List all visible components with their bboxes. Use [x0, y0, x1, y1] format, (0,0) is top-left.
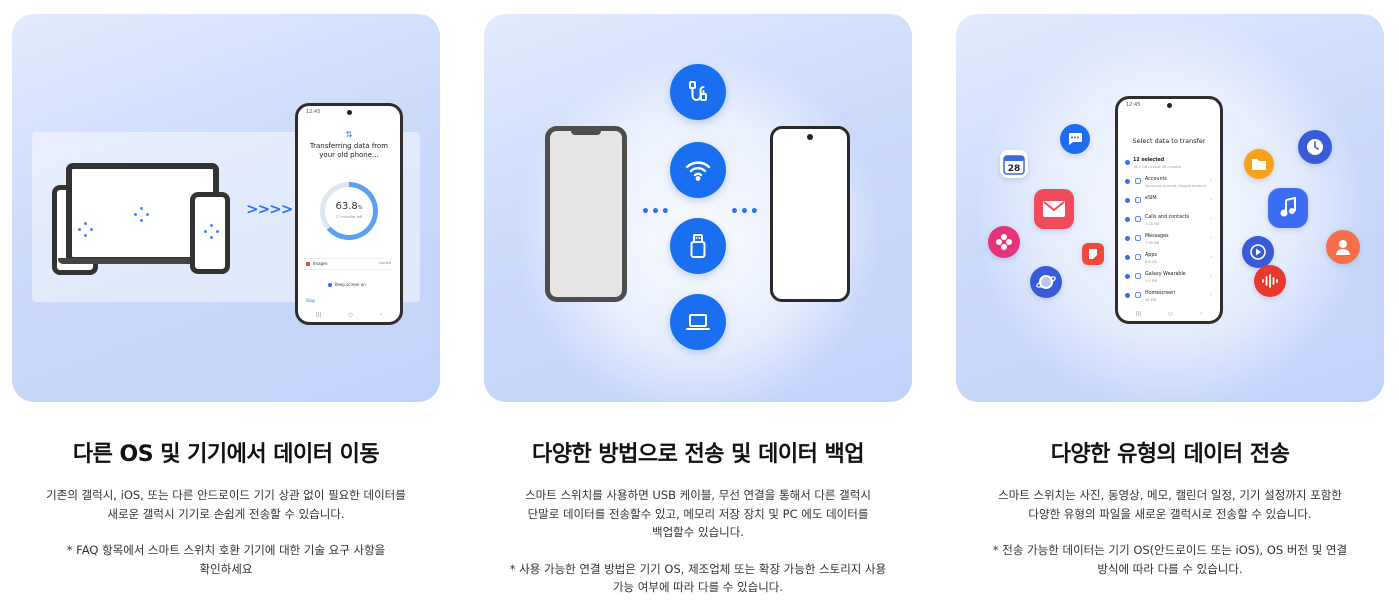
stop-button: Stop	[306, 298, 316, 303]
transfer-title: Transferring data from your old phone...	[309, 142, 389, 159]
progress-value: 63.8%	[335, 201, 363, 212]
keep-screen-on-toggle: Keep screen on	[328, 282, 366, 287]
card-description: 스마트 스위치는 사진, 동영상, 메모, 캘린더 일정, 기기 설정까지 포함…	[992, 488, 1348, 576]
browser-icon	[1030, 266, 1062, 298]
card-title: 다양한 방법으로 전송 및 데이터 백업	[532, 442, 864, 467]
loading-dots-icon	[78, 222, 94, 238]
progress-ring	[320, 182, 378, 240]
video-player-icon	[1242, 236, 1274, 268]
phone-navbar: |||○‹	[316, 312, 382, 318]
card-title: 다양한 유형의 데이터 전송	[1050, 442, 1290, 467]
card-transfer-methods: ••• •••	[484, 14, 912, 402]
svg-text:28: 28	[1008, 164, 1021, 174]
small-phone-illustration	[190, 192, 230, 274]
list-item: eSIM›	[1125, 195, 1216, 214]
laptop-icon	[670, 294, 726, 350]
progress-remaining: 17 minutes left	[335, 215, 363, 219]
transfer-arrows-icon: >>>>	[246, 200, 293, 218]
tablet-base	[58, 258, 228, 264]
camera-dot	[1166, 103, 1172, 108]
folder-icon	[1244, 149, 1274, 179]
loading-dots-icon	[134, 207, 150, 223]
status-time: 12:45	[306, 109, 321, 115]
loading-dots-icon	[204, 224, 220, 240]
phone-navbar: |||○‹	[1136, 311, 1202, 317]
new-phone-illustration	[770, 126, 850, 302]
calendar-icon: 28	[1000, 150, 1028, 178]
status-time: 12:45	[1126, 102, 1141, 108]
transfer-row-images: Images Copied	[304, 258, 394, 270]
new-phone-transfer-screen: 12:45 ⇅ Transferring data from your old …	[295, 103, 403, 325]
music-icon	[1268, 188, 1308, 228]
voice-recorder-icon	[1254, 265, 1286, 297]
wifi-icon	[670, 142, 726, 198]
card-description: 스마트 스위치를 사용하면 USB 케이블, 무선 연결을 통해서 다른 갤럭시…	[509, 488, 887, 594]
transfer-sync-icon: ⇅	[345, 130, 353, 139]
old-phone-illustration	[545, 126, 627, 302]
contacts-icon	[1326, 230, 1360, 264]
card-title: 다른 OS 및 기기에서 데이터 이동	[72, 442, 380, 467]
messages-icon	[1060, 124, 1090, 154]
connection-dots: •••	[730, 204, 760, 220]
notes-icon	[1082, 243, 1104, 265]
email-icon	[1034, 189, 1074, 229]
usb-drive-icon	[670, 218, 726, 274]
select-data-title: Select data to transfer	[1132, 137, 1206, 145]
card-data-types: 28 12:45 Select data to transfer 12 sele…	[956, 14, 1384, 402]
camera-dot	[346, 110, 352, 115]
images-icon	[306, 262, 310, 266]
card-cross-os-transfer: >>>> 12:45 ⇅ Transferring data from your…	[12, 14, 440, 402]
select-data-screen: 12:45 Select data to transfer 12 selecte…	[1115, 96, 1223, 324]
connection-dots: •••	[641, 204, 671, 220]
clock-icon	[1298, 130, 1332, 164]
gallery-icon	[988, 226, 1020, 258]
card-description: 기존의 갤럭시, iOS, 또는 다른 안드로이드 기기 상관 없이 필요한 데…	[46, 488, 406, 576]
cable-icon	[670, 64, 726, 120]
